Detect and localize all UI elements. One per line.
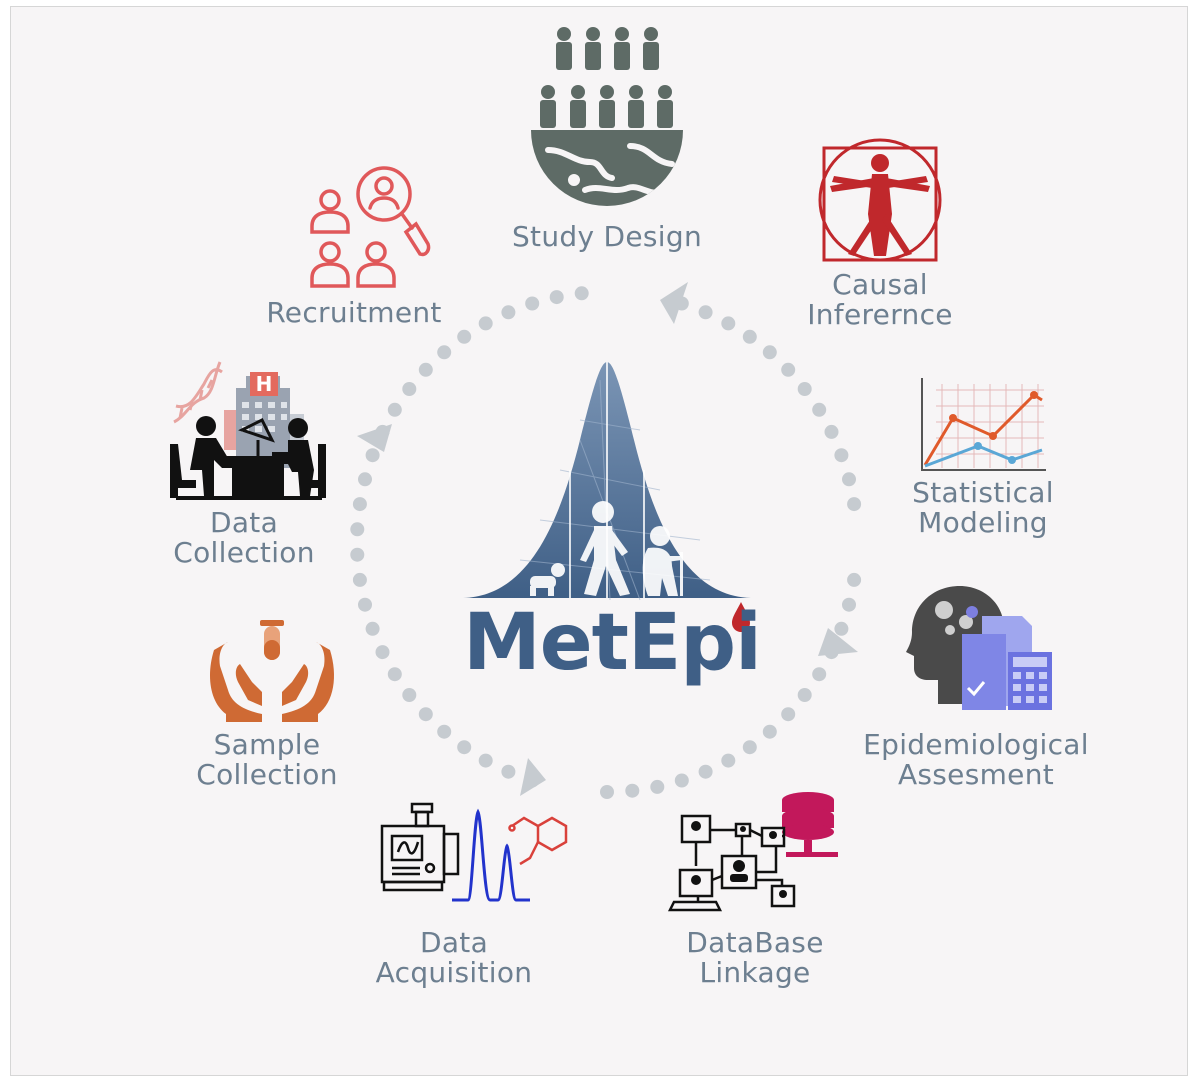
cycle-dot [352,572,367,587]
cycle-dot [812,402,827,417]
population-sampling-icon [531,27,683,206]
logo-text: MetEpi [463,598,762,688]
cycle-dot [842,472,856,487]
interview-hospital-dna-icon: H [170,361,326,500]
cycle-dot [721,316,736,331]
cycle-dot [625,783,640,798]
cycle-dot [418,707,433,722]
hospital-icon: H [224,372,304,468]
network-database-icon [667,792,838,912]
cycle-dot [797,382,812,396]
cycle-dot [847,572,862,587]
people-search-icon [310,166,431,288]
svg-text:H: H [256,372,273,396]
cycle-dot [501,764,516,779]
cycle-dot [842,597,856,612]
cycle-dot [402,688,417,702]
cycle-dot [698,305,713,320]
cycle-dot [650,779,665,794]
line-chart-icon [921,378,1046,471]
cycle-dot [824,424,839,439]
cycle-dot [742,329,757,344]
cycle-dot [365,621,380,636]
step-label-recruitment: Recruitment [266,296,442,329]
cycle-dot [762,724,777,739]
head-gears-report-icon [906,586,1052,710]
interview-people-icon [170,416,326,500]
cycle-dot [721,753,736,768]
cycle-dot [674,773,689,788]
mass-spectrometer-icon [380,802,568,902]
cycle-dot [418,362,433,377]
cycle-dot [698,764,713,779]
cycle-dot [387,667,402,682]
cycle-dot [358,597,372,612]
cycle-arrow-right [818,628,858,656]
cycle-dot [742,740,757,755]
hands-test-tube-icon [210,620,334,722]
cycle-arrows [357,282,858,796]
cycle-dot [365,448,380,463]
cycle-dot [600,785,614,799]
cycle-dot [797,688,812,702]
cycle-dot [847,497,862,512]
molecule-icon [508,816,568,866]
cycle-arrow-bottom [520,758,546,796]
cycle-arrow-top [660,282,688,324]
cycle-dot [549,290,564,305]
cycle-dot [350,522,365,537]
vitruvian-man-icon [818,138,942,262]
cycle-dot [781,362,796,377]
cycle-dot [501,305,516,320]
cycle-dot [387,402,402,417]
dna-icon [173,361,223,424]
cycle-ring [350,286,862,799]
cycle-dot [375,645,390,660]
cycle-dot [834,448,849,463]
cycle-dot [358,472,372,487]
cycle-dot [457,740,472,755]
cycle-dot [352,497,367,512]
people-row-bottom [540,85,673,128]
cycle-dot [762,345,777,360]
cycle-dot [812,667,827,682]
cycle-dot [437,724,452,739]
step-label-study-design: Study Design [511,220,703,253]
cycle-dot [478,753,493,768]
walking-people-icon [530,501,683,596]
cycle-dot [437,345,452,360]
people-row-top [556,27,659,70]
cycle-dot [834,621,849,636]
cycle-dot [457,329,472,344]
chromatogram-icon [452,808,530,902]
blood-drop-icon [732,602,750,632]
cycle-arrow-left [357,424,392,452]
metepi-logo-icon [463,362,751,601]
cycle-dot [402,382,417,396]
cycle-dot [478,316,493,331]
cycle-dot [525,296,540,311]
cycle-dot [574,286,589,301]
cycle-dot [350,547,365,562]
cycle-dot [781,707,796,722]
